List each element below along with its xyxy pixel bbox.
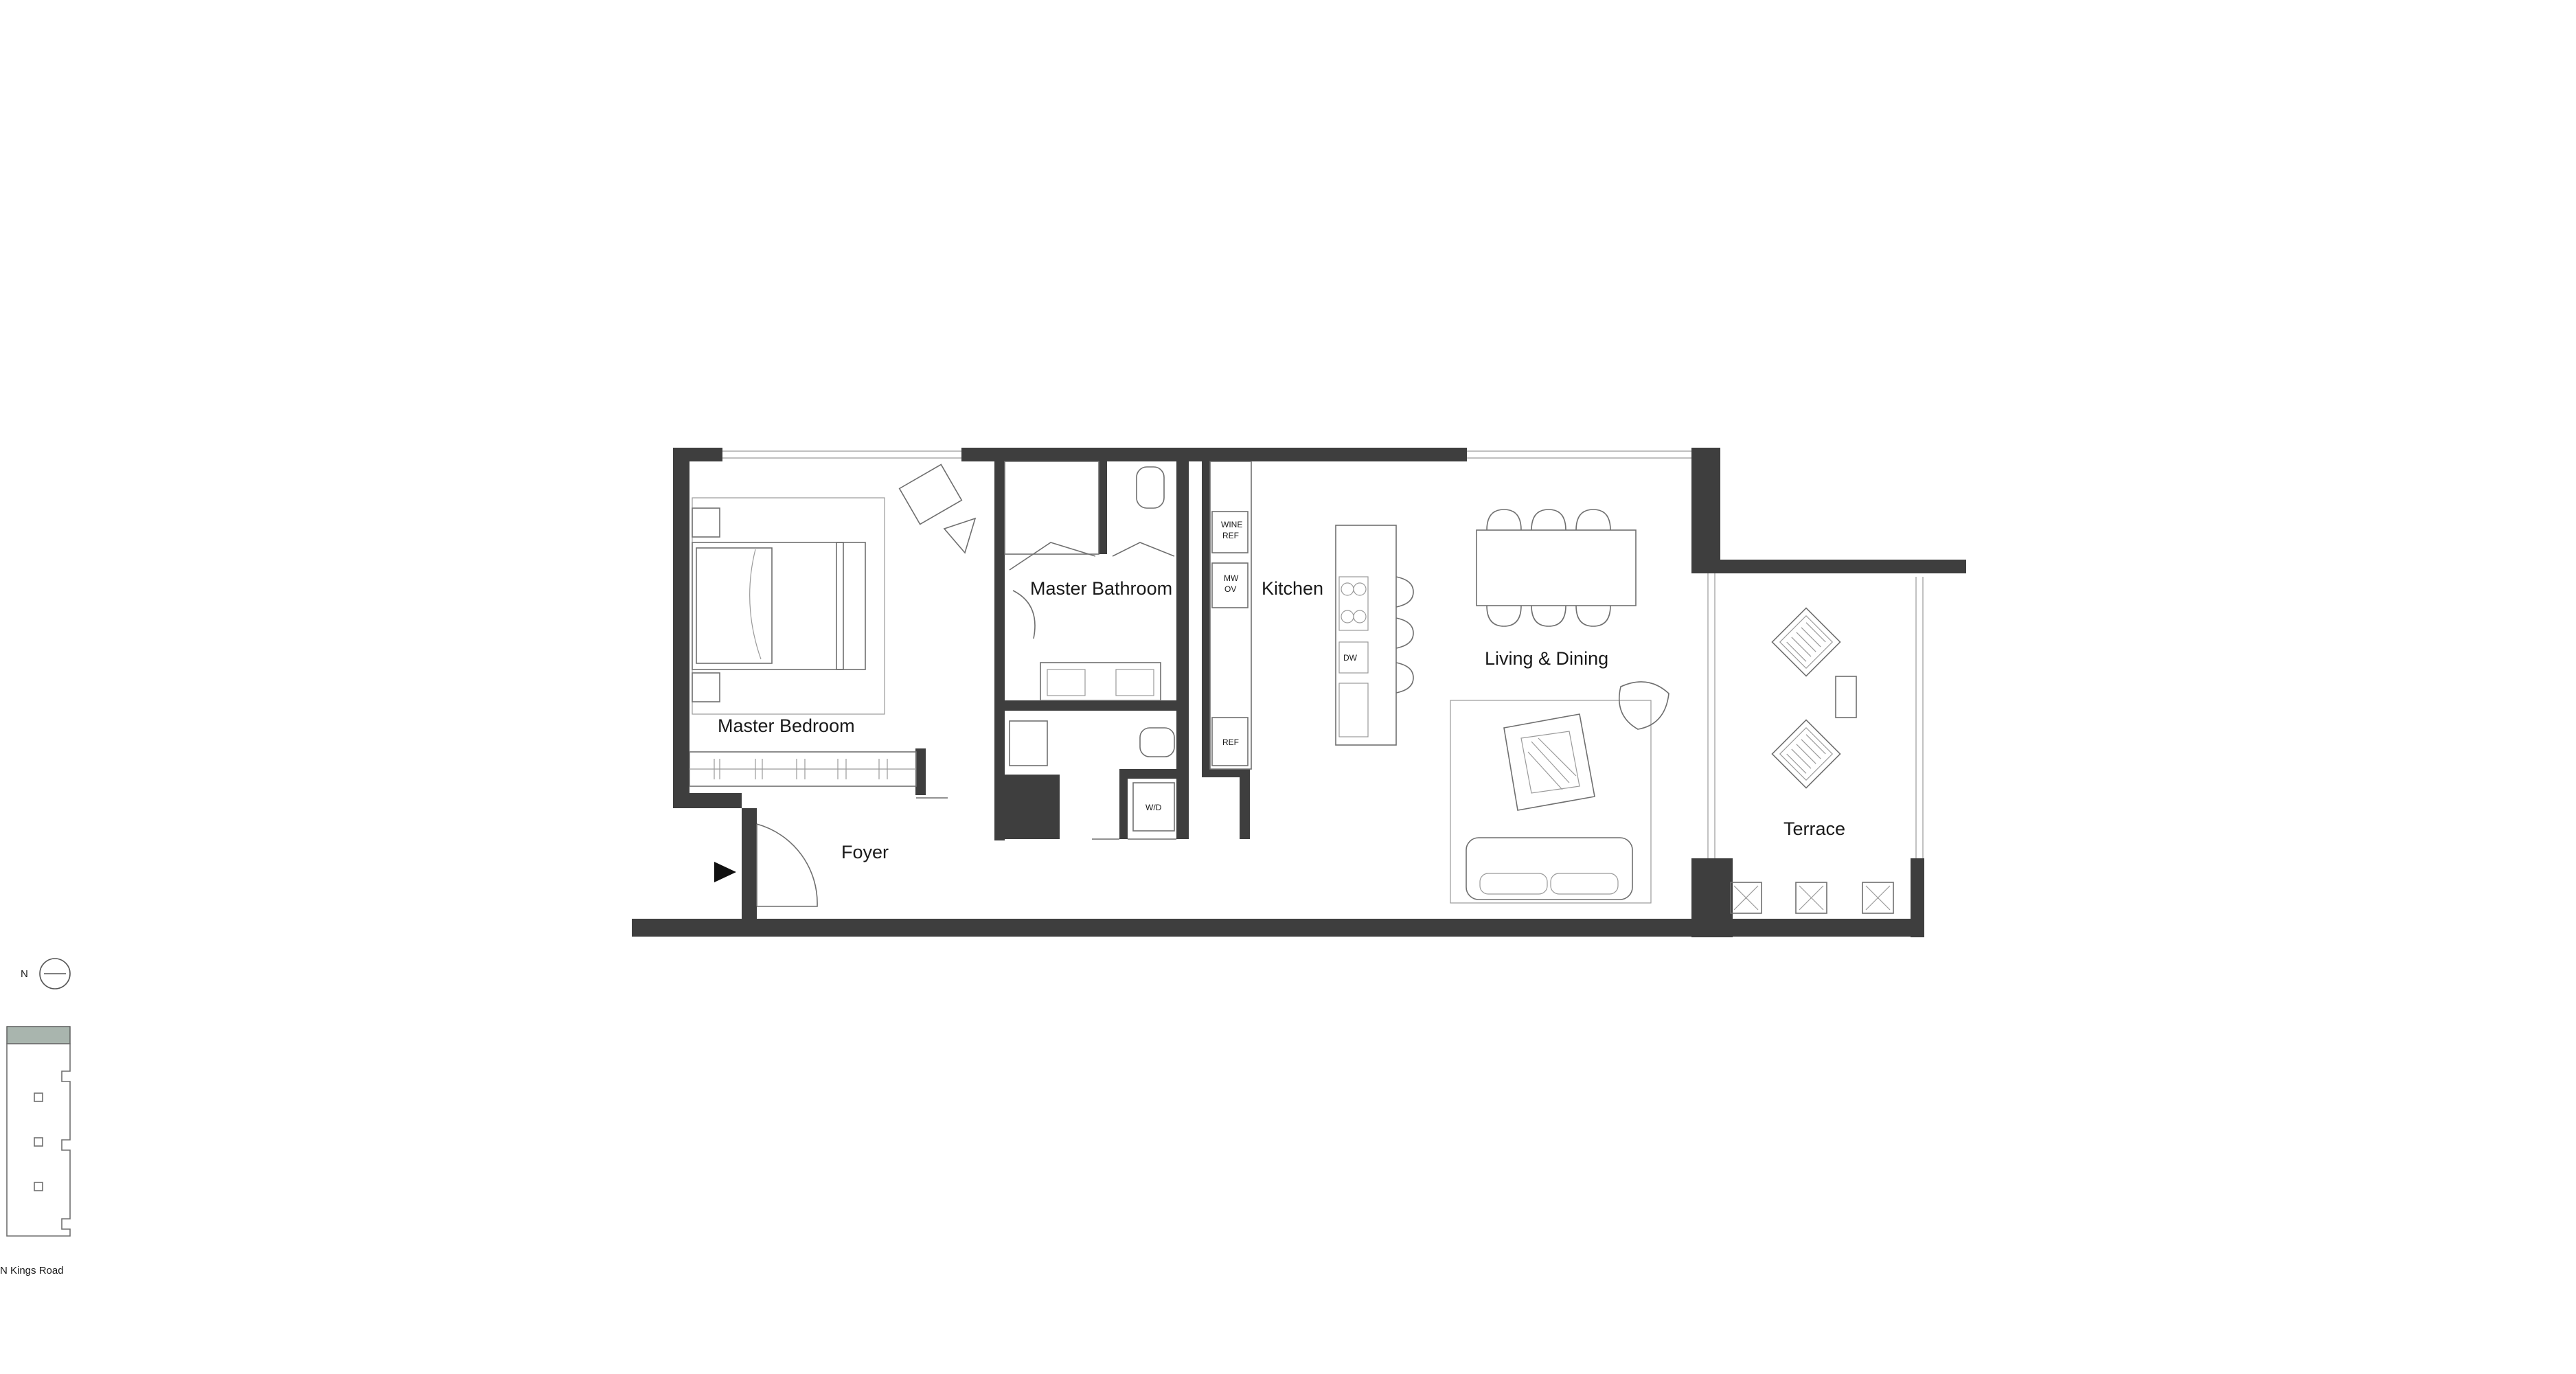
dw-label: DW (1343, 653, 1358, 663)
compass-icon (39, 958, 71, 989)
living-dining: Living & Dining (1450, 509, 1669, 904)
door-swing (756, 823, 818, 907)
rug-outline (692, 497, 885, 715)
master-bedroom: Master Bedroom (689, 463, 977, 799)
mw-label-2: OV (1224, 584, 1236, 594)
vanity (1040, 662, 1161, 701)
dining-chair (1575, 509, 1611, 531)
refrigerator (1211, 717, 1249, 766)
kitchen-island (1335, 525, 1397, 746)
dining-table (1476, 529, 1637, 606)
windows (722, 450, 1924, 858)
lounge-chair (1618, 681, 1669, 730)
dishwasher (1338, 641, 1369, 674)
side-chair (943, 517, 977, 554)
wine-fridge (1211, 511, 1249, 553)
planter (1795, 882, 1827, 914)
planter (1730, 882, 1762, 914)
terrace-lounger (1771, 719, 1841, 789)
nightstand (692, 507, 720, 538)
room-label-living-dining: Living & Dining (1485, 648, 1608, 669)
room-label-kitchen: Kitchen (1262, 578, 1323, 599)
armchair (898, 463, 963, 525)
bar-stool (1395, 576, 1414, 608)
wine-ref-label-1: WINE (1221, 520, 1242, 529)
nightstand (692, 672, 720, 702)
kitchen: WINE REF MW OV REF DW Kitchen (1209, 461, 1414, 770)
microwave-oven (1211, 562, 1249, 608)
terrace-lounger (1771, 607, 1841, 677)
key-plan-highlight (6, 1026, 71, 1044)
dining-chair (1575, 605, 1611, 627)
toilet (1139, 727, 1175, 757)
dining-chair (1486, 509, 1522, 531)
room-label-foyer: Foyer (841, 842, 889, 862)
master-bathroom: Master Bathroom (1004, 461, 1175, 766)
washer-dryer (1132, 782, 1175, 832)
north-label: N (21, 968, 28, 980)
wine-ref-label-2: REF (1222, 531, 1239, 540)
foyer: Foyer (714, 823, 889, 907)
kitchen-counter (1209, 461, 1252, 770)
street-label: N Kings Road (0, 1265, 64, 1276)
living-rug (1450, 700, 1652, 904)
coffee-table (1503, 713, 1595, 811)
room-label-master-bedroom: Master Bedroom (718, 715, 855, 736)
room-label-terrace: Terrace (1783, 818, 1845, 839)
bar-stool (1395, 617, 1414, 649)
walls (632, 448, 1966, 937)
wd-label: W/D (1145, 803, 1162, 812)
shower (1004, 461, 1099, 555)
mw-label-1: MW (1224, 573, 1239, 583)
bed-bench (836, 542, 866, 670)
dining-chair (1486, 605, 1522, 627)
ref-label: REF (1222, 737, 1239, 747)
key-plan: N N Kings Road (0, 958, 71, 1276)
sink-cabinet (1009, 720, 1048, 766)
room-label-master-bathroom: Master Bathroom (1030, 578, 1172, 599)
toilet (1136, 466, 1165, 509)
bar-stool (1395, 662, 1414, 694)
terrace: Terrace (1730, 607, 1894, 914)
cooktop (1338, 576, 1369, 631)
key-plan-building (6, 1043, 71, 1237)
bed (692, 542, 844, 670)
sofa (1466, 837, 1633, 900)
laundry-closet: W/D (1092, 782, 1176, 840)
side-table (1835, 676, 1857, 718)
dining-chair (1531, 509, 1566, 531)
entry-arrow-icon (714, 862, 736, 882)
dining-chair (1531, 605, 1566, 627)
planter (1862, 882, 1894, 914)
